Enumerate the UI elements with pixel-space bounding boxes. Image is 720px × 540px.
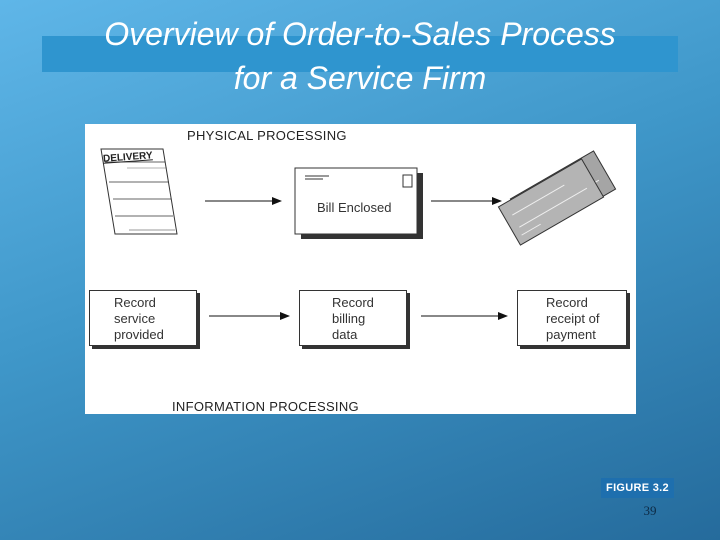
bill-envelope-icon	[294, 167, 423, 239]
record-billing-box: Record billing data	[299, 290, 407, 346]
information-processing-heading: INFORMATION PROCESSING	[172, 399, 359, 414]
box-line: Record	[546, 295, 588, 310]
box-line: Record	[332, 295, 374, 310]
bill-enclosed-label: Bill Enclosed	[317, 200, 392, 215]
record-payment-box: Record receipt of payment	[517, 290, 627, 346]
payment-checks-icon	[497, 150, 617, 246]
box-line: Record	[114, 295, 156, 310]
slide-title-line-1: Overview of Order-to-Sales Process	[104, 16, 616, 52]
box-line: provided	[114, 327, 164, 342]
title-bar	[42, 36, 678, 72]
physical-processing-heading: PHYSICAL PROCESSING	[187, 128, 347, 143]
delivery-document-icon	[100, 148, 178, 235]
record-service-box: Record service provided	[89, 290, 197, 346]
box-line: data	[332, 327, 358, 342]
box-line: receipt of	[546, 311, 600, 326]
figure-label: FIGURE 3.2	[601, 478, 674, 498]
box-line: payment	[546, 327, 596, 342]
diagram-graphics	[100, 148, 617, 320]
process-diagram: PHYSICAL PROCESSING INFORMATION PROCESSI…	[85, 124, 636, 414]
slide-title-line-2: for a Service Firm	[233, 60, 487, 96]
page-number: 39	[643, 503, 657, 518]
slide-title: Overview of Order-to-Sales Process for a…	[0, 12, 720, 100]
box-line: service	[114, 311, 156, 326]
box-line: billing	[332, 311, 366, 326]
